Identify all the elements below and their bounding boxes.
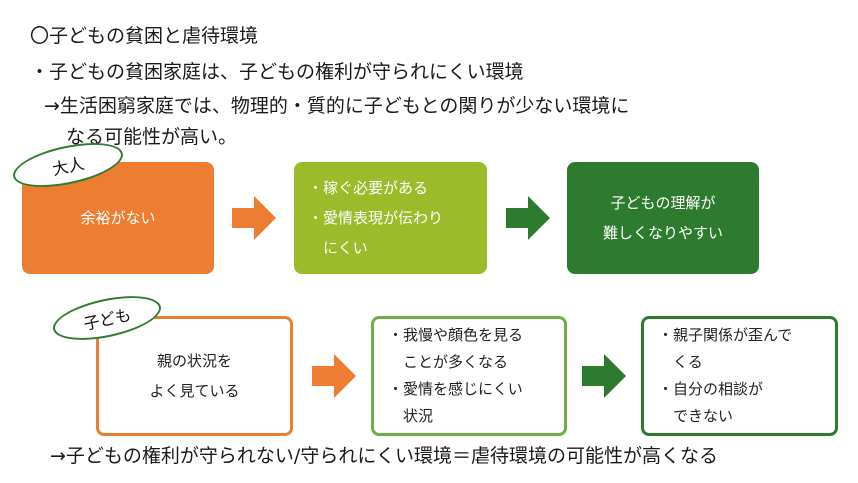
adult-box-2-line: ・稼ぐ必要がある: [308, 179, 429, 197]
child-label: 子ども: [81, 305, 133, 334]
child-box-2-line: ことが多くなる: [388, 353, 509, 371]
arrow-note-line-1: →生活困窮家庭では、物理的・質的に子どもとの関りが少ない環境に: [44, 95, 630, 117]
child-box-3-line: くる: [658, 353, 703, 371]
adult-arrow-2-icon: [506, 196, 550, 240]
child-box-2-line: ・我慢や顔色を見る: [388, 326, 524, 344]
adult-box-3-line: 難しくなりやすい: [602, 224, 723, 242]
adult-box-burdens: ・稼ぐ必要がある ・愛情表現が伝わり にくい: [294, 162, 487, 274]
page-title: 〇子どもの貧困と虐待環境: [30, 25, 259, 47]
child-box-3-line: ・親子関係が歪んで: [658, 326, 793, 344]
child-box-3-line: ・自分の相談が: [658, 380, 764, 398]
adult-box-2-line: にくい: [308, 239, 368, 257]
child-box-observing: 親の状況を よく見ている: [96, 316, 293, 436]
adult-box-understanding: 子どもの理解が 難しくなりやすい: [567, 162, 759, 274]
child-box-3-line: できない: [658, 407, 734, 425]
child-arrow-1-icon: [312, 354, 356, 398]
adult-box-3-line: 子どもの理解が: [610, 194, 716, 212]
arrow-note-line-2: なる可能性が高い。: [66, 126, 238, 148]
child-box-1-line: よく見ている: [149, 382, 240, 400]
child-box-relationship: ・親子関係が歪んで くる ・自分の相談が できない: [641, 316, 838, 436]
adult-box-2-line: ・愛情表現が伝わり: [308, 209, 444, 227]
child-box-1-line: 親の状況を: [156, 352, 232, 370]
adult-label: 大人: [50, 153, 86, 180]
child-arrow-2-icon: [582, 354, 626, 398]
bullet-point: ・子どもの貧困家庭は、子どもの権利が守られにくい環境: [30, 61, 524, 83]
adult-box-1-line: 余裕がない: [80, 209, 156, 227]
child-box-2-line: ・愛情を感じにくい: [388, 380, 523, 398]
adult-arrow-1-icon: [232, 196, 276, 240]
child-box-endurance: ・我慢や顔色を見る ことが多くなる ・愛情を感じにくい 状況: [371, 316, 567, 436]
conclusion-text: →子どもの権利が守られない/守られにくい環境＝虐待環境の可能性が高くなる: [50, 445, 718, 467]
child-box-2-line: 状況: [388, 407, 434, 425]
